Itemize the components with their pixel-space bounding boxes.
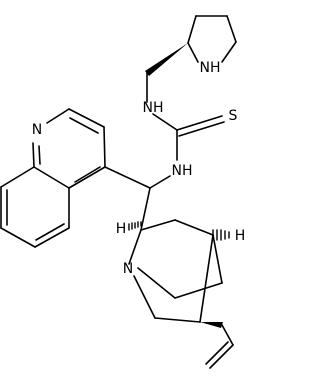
bond-c6-c5 [174, 282, 223, 299]
bond-vinyl-2b [205, 341, 229, 365]
bond-b-4b [35, 223, 65, 241]
bond-q-6b [74, 166, 101, 183]
atom-label-sulfur: S [229, 108, 238, 124]
bond-c3-c4 [174, 219, 214, 236]
bond-pyrr-4 [187, 42, 199, 63]
bond-nh-c [152, 113, 178, 131]
hashed-bond-h2 [212, 229, 230, 241]
wedge-bond-ch2 [145, 43, 188, 76]
bond-c4-c7 [199, 234, 214, 323]
bond-q-3 [46, 108, 70, 124]
bond-cs-1 [176, 115, 223, 131]
bond-pyrr-3 [221, 41, 237, 63]
bond-c2-c3 [140, 219, 176, 231]
bond-ch-quin [104, 166, 151, 189]
bond-q-2b [69, 117, 99, 134]
wedge-bond-vinyl [200, 322, 223, 328]
bond-q-4b [38, 145, 41, 165]
bond-c4-c5 [212, 234, 223, 284]
bond-b-3 [0, 227, 36, 248]
bond-cs-2 [178, 121, 225, 137]
bond-pyrr-5 [187, 15, 197, 44]
bond-n1-c6 [137, 267, 176, 299]
atom-label-thiourea-nh-lower: NH [172, 163, 193, 179]
bond-q-6 [68, 166, 106, 189]
bond-q-1 [103, 126, 106, 168]
atom-label-h-right: H [235, 228, 246, 244]
bond-vinyl-1 [221, 324, 234, 346]
atom-label-quinuclidine-n: N [123, 261, 133, 277]
hashed-bond-h1 [128, 221, 142, 231]
bond-b-1 [0, 166, 35, 188]
atom-label-pyrrolidine-nh: NH [200, 60, 221, 76]
bond-q-4 [32, 142, 35, 168]
bond-c8-c7 [154, 317, 201, 323]
atom-label-quinoline-n: N [32, 122, 42, 138]
bond-c2-n1 [128, 229, 142, 265]
bond-q-2 [68, 108, 105, 128]
bond-vinyl-2 [209, 344, 234, 369]
atom-label-thiourea-nh-upper: NH [143, 100, 164, 116]
bond-n1-c8 [133, 275, 156, 319]
bond-ch-c2 [140, 187, 151, 231]
bond-q-5 [33, 166, 70, 189]
structure-svg: NH S NH NH N N H H [0, 15, 246, 369]
bond-nh-ch [149, 175, 171, 189]
bond-pyrr-2 [226, 15, 237, 43]
bond-b-4 [34, 227, 70, 248]
atom-label-h-left: H [116, 221, 127, 237]
chemical-structure: NH S NH NH N N H H [0, 15, 246, 369]
